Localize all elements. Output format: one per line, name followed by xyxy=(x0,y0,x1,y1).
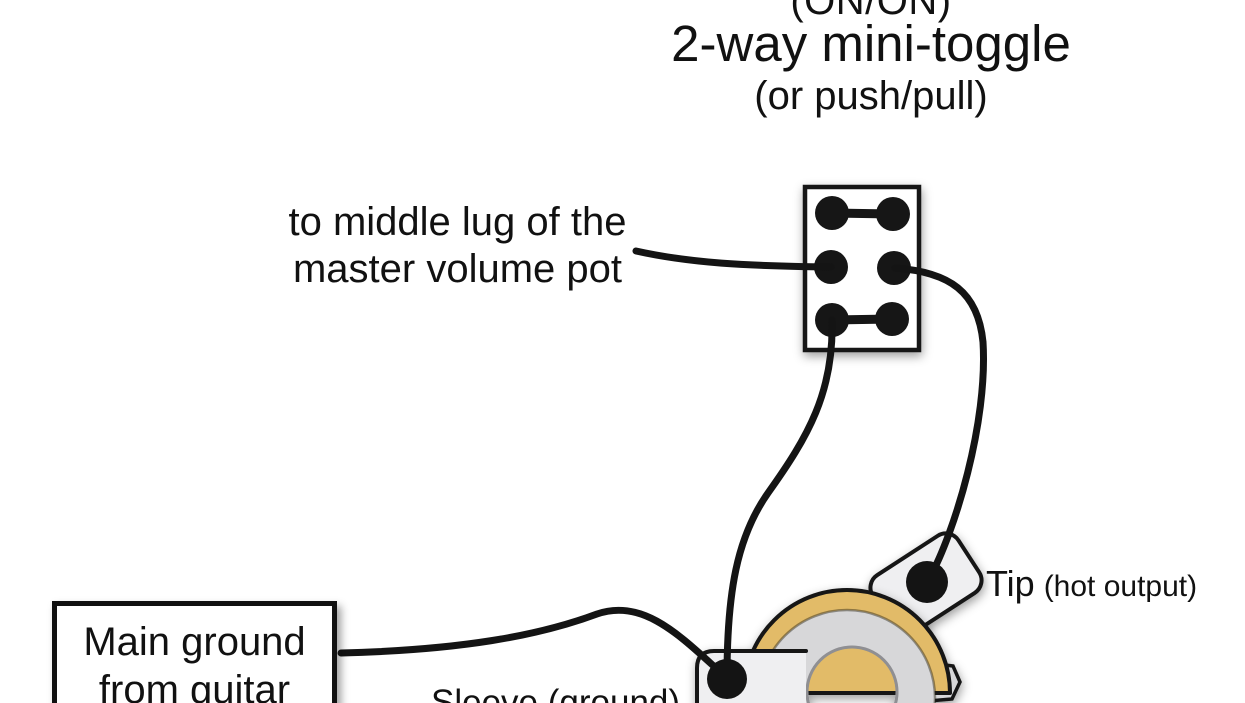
wire-switch-to-sleeve xyxy=(723,316,836,682)
switch-lug-top-right xyxy=(876,197,910,231)
main-ground-box: Main ground from guitar xyxy=(52,601,337,703)
wires xyxy=(337,247,988,682)
wire-volume-pot-to-switch xyxy=(632,247,835,271)
main-ground-line2: from guitar xyxy=(98,668,291,703)
tip-label: Tip(hot output) xyxy=(986,563,1197,605)
tip-label-detail: (hot output) xyxy=(1043,570,1198,603)
tip-terminal-dot xyxy=(906,561,948,603)
volume-pot-label: to middle lug of the master volume pot xyxy=(250,199,665,293)
wire-switch-to-tip xyxy=(891,264,988,583)
switch-type-label: (ON/ON) xyxy=(790,0,952,23)
switch-lug-bottom-right xyxy=(875,302,909,336)
volume-pot-label-line2: master volume pot xyxy=(292,247,623,291)
sleeve-label: Sleeve (ground) xyxy=(431,683,681,703)
diagram-title: 2-way mini-toggle xyxy=(671,15,1071,72)
wire-ground-to-sleeve xyxy=(337,606,731,682)
output-jack xyxy=(695,588,962,703)
diagram-subtitle: (or push/pull) xyxy=(754,74,988,118)
switch-lug-top-left xyxy=(815,196,849,230)
sleeve-terminal-dot xyxy=(707,659,747,699)
main-ground-line1: Main ground xyxy=(83,620,306,664)
volume-pot-label-line1: to middle lug of the xyxy=(288,200,627,244)
tip-label-main: Tip xyxy=(986,563,1035,604)
jack-center-hole xyxy=(805,645,899,703)
